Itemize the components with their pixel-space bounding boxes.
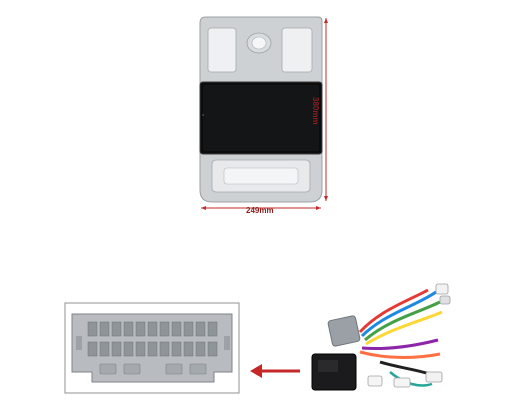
red-left-arrow-icon <box>250 364 300 378</box>
height-dimension-label: 380mm <box>311 97 320 125</box>
height-dimension-line <box>324 18 328 201</box>
wiring-harness <box>311 283 451 391</box>
connector-closeup <box>64 302 240 394</box>
touch-screen <box>199 81 323 155</box>
width-dimension-line <box>201 206 321 210</box>
width-dimension-label: 249mm <box>246 206 274 215</box>
